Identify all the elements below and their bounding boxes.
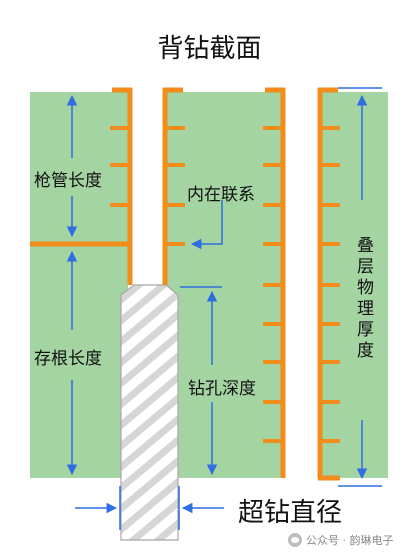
watermark: 公众号 · 韵琳电子: [288, 532, 394, 548]
plating-middle-right-wall: [263, 87, 286, 478]
diagram-title: 背钻截面: [157, 34, 262, 64]
laminate-left: [30, 92, 128, 478]
stack-thickness-label: 叠层物理厚度: [353, 236, 373, 362]
drill-depth-label: 钻孔深度: [188, 379, 256, 399]
stub-length-label: 枪管长度: [34, 171, 102, 191]
watermark-text: 公众号 · 韵琳电子: [306, 534, 394, 547]
wechat-icon: [288, 533, 302, 547]
drill-bit: [120, 284, 179, 541]
stub-root-length-label: 存根长度: [34, 349, 102, 369]
plating-middle-left-wall: [162, 87, 185, 285]
plating-right-wall: [317, 87, 340, 481]
plating-left-wall: [30, 87, 133, 285]
inner-connection-arrow: [190, 200, 223, 250]
over-drill-diameter-label: 超钻直径: [238, 498, 343, 528]
inner-connection-label: 内在联系: [187, 185, 255, 205]
